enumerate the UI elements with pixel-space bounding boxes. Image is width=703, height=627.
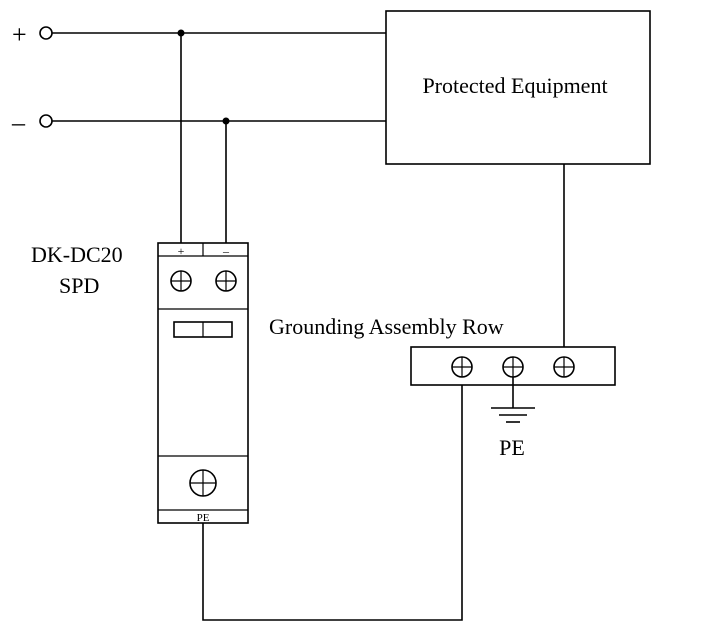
spd-pe-ground-wire bbox=[202, 367, 463, 621]
negative-terminal bbox=[39, 114, 53, 128]
spd-plus-screw-icon bbox=[170, 270, 192, 292]
grounding-row-label: Grounding Assembly Row bbox=[269, 314, 504, 339]
spd-pe-label: PE bbox=[197, 512, 210, 524]
spd-type-label: SPD bbox=[59, 273, 99, 298]
protected-equipment-label: Protected Equipment bbox=[422, 73, 607, 98]
earth-pe-label: PE bbox=[499, 435, 525, 460]
protected-equipment-box bbox=[385, 10, 651, 165]
positive-terminal-sign: + bbox=[12, 20, 27, 49]
spd-pe-screw-icon bbox=[189, 469, 217, 497]
positive-terminal bbox=[39, 26, 53, 40]
ground-screw-1-icon bbox=[451, 356, 473, 378]
negative-terminal-sign: – bbox=[11, 108, 26, 137]
spd-plus-marker: + bbox=[178, 244, 185, 258]
earth-ground-icon bbox=[491, 377, 535, 423]
ground-screw-3-icon bbox=[553, 356, 575, 378]
spd-minus-screw-icon bbox=[215, 270, 237, 292]
ground-screw-2-icon bbox=[502, 356, 524, 378]
spd-minus-marker: – bbox=[222, 244, 230, 258]
spd-model-label: DK-DC20 bbox=[31, 242, 123, 267]
